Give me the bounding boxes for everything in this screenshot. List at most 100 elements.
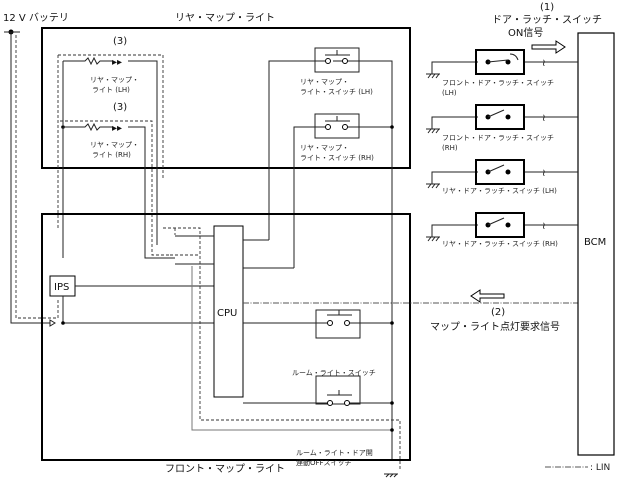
- door-switch-rear-rh: ≀ リヤ・ドア・ラッチ・スイッチ (RH): [426, 212, 578, 248]
- rear-switch-rh: [314, 113, 360, 139]
- lamp-lh-current-path: [57, 54, 164, 228]
- junction: [390, 428, 394, 432]
- contact: [327, 400, 333, 406]
- battery-wire: [4, 31, 50, 324]
- ground-icon: [384, 473, 398, 478]
- door-switch-front-lh: ≀ フロント・ドア・ラッチ・スイッチ (LH): [426, 49, 578, 97]
- switch-lever-icon: [487, 53, 519, 63]
- battery-current-path: [15, 35, 59, 319]
- wire-break-icon: ≀: [542, 58, 546, 69]
- rear-switch-lh: [314, 47, 360, 73]
- rear-switch-lh-wire: [268, 50, 393, 460]
- battery-label: 12 V バッテリ: [3, 12, 69, 24]
- door-switch-label: リヤ・ドア・ラッチ・スイッチ (LH): [442, 187, 557, 195]
- switch-lever-icon: [487, 109, 505, 118]
- cpu-block: [213, 225, 244, 398]
- signal2-label: マップ・ライト点灯要求信号: [430, 321, 560, 333]
- rear-switch-rh-wire: [293, 116, 392, 268]
- ips-wire: [62, 285, 214, 324]
- ground-current-path: [163, 227, 401, 470]
- contact: [505, 169, 511, 175]
- door-switch-label: フロント・ドア・ラッチ・スイッチ: [442, 79, 554, 87]
- contact: [342, 124, 348, 130]
- lin-legend: : LIN: [590, 463, 610, 473]
- door-switch-wire: [431, 61, 578, 74]
- door-switch-wire: [431, 116, 578, 129]
- door-off-switch-label-2: 連動OFFスイッチ: [296, 458, 352, 467]
- room-light-switch-label: ルーム・ライト・スイッチ: [292, 369, 376, 377]
- signal1-ref: (1): [540, 2, 554, 13]
- front-unit-title: フロント・マップ・ライト: [165, 463, 285, 475]
- rear-switch-rh-label-2: ライト・スイッチ (RH): [300, 154, 374, 162]
- cpu-wires: [175, 235, 294, 269]
- ground-icon: [426, 183, 440, 189]
- door-off-switch-label: ルーム・ライト・ドア開: [296, 449, 373, 457]
- ips-label: IPS: [54, 282, 69, 293]
- signal1-label-2: ON信号: [508, 27, 543, 39]
- led-rh-icon: ▸▸: [112, 123, 122, 134]
- led-lh-icon: ▸▸: [112, 57, 122, 68]
- door-off-switch: [315, 375, 361, 405]
- ground-wire: [191, 266, 392, 431]
- lamp-lh-ref: (3): [113, 36, 127, 47]
- wire-break-icon: ≀: [542, 221, 546, 232]
- bcm-block: [577, 32, 615, 456]
- junction: [390, 321, 394, 325]
- door-switch-label-2: (RH): [442, 144, 458, 152]
- arrow-left-icon: [470, 289, 505, 303]
- lamp-rh-wire: [62, 122, 175, 259]
- signal2-ref: (2): [491, 307, 505, 318]
- wire-break-icon: ≀: [542, 113, 546, 124]
- rear-switch-lh-label: リヤ・マップ・: [300, 78, 349, 86]
- door-switch-rear-lh: ≀ リヤ・ドア・ラッチ・スイッチ (LH): [426, 159, 578, 195]
- contact: [342, 58, 348, 64]
- junction: [390, 125, 394, 129]
- room-light-switch: [315, 309, 361, 339]
- lamp-rh-current-path: [60, 120, 170, 256]
- lamp-lh-wire: [62, 56, 158, 245]
- door-switch-front-rh: ≀ フロント・ドア・ラッチ・スイッチ (RH): [426, 104, 578, 152]
- contact: [325, 124, 331, 130]
- room-light-switch-wire: [243, 310, 392, 324]
- contact: [325, 58, 331, 64]
- contact: [505, 59, 511, 65]
- contact: [505, 114, 511, 120]
- diode-icon: [49, 319, 56, 327]
- bcm-label: BCM: [584, 237, 606, 248]
- door-switch-box: [475, 104, 525, 130]
- door-switch-label: リヤ・ドア・ラッチ・スイッチ (RH): [442, 240, 558, 248]
- front-map-light-unit: [41, 213, 411, 461]
- signal1-label: ドア・ラッチ・スイッチ: [492, 14, 602, 26]
- door-switch-box: [475, 159, 525, 185]
- door-switch-label-2: (LH): [442, 89, 457, 97]
- door-switch-label: フロント・ドア・ラッチ・スイッチ: [442, 134, 554, 142]
- lamp-rh-label: リヤ・マップ・: [90, 141, 139, 149]
- rear-map-light-unit: [41, 27, 411, 169]
- contact: [344, 320, 350, 326]
- ground-icon: [426, 73, 440, 79]
- ground-icon: [426, 128, 440, 134]
- ground-icon: [426, 236, 440, 242]
- contact: [344, 400, 350, 406]
- switch-lever-icon: [487, 217, 505, 226]
- door-switch-wire: [431, 171, 578, 184]
- contact: [505, 222, 511, 228]
- contact: [327, 320, 333, 326]
- door-switch-wire: [431, 224, 578, 237]
- door-switch-box: [475, 49, 525, 75]
- junction: [61, 321, 65, 325]
- lamp-rh-label-2: ライト (RH): [92, 151, 131, 159]
- rear-unit-title: リヤ・マップ・ライト: [175, 12, 275, 24]
- door-off-switch-wire: [243, 390, 392, 404]
- lamp-rh-ref: (3): [113, 102, 127, 113]
- rear-switch-rh-label: リヤ・マップ・: [300, 144, 349, 152]
- wire-break-icon: ≀: [542, 168, 546, 179]
- junction: [390, 401, 394, 405]
- door-switch-box: [475, 212, 525, 238]
- switch-lever-icon: [487, 164, 505, 173]
- lamp-lh-label-2: ライト (LH): [92, 86, 130, 94]
- lamp-lh-label: リヤ・マップ・: [90, 76, 139, 84]
- cpu-label: CPU: [217, 308, 237, 319]
- rear-switch-lh-label-2: ライト・スイッチ (LH): [300, 88, 373, 96]
